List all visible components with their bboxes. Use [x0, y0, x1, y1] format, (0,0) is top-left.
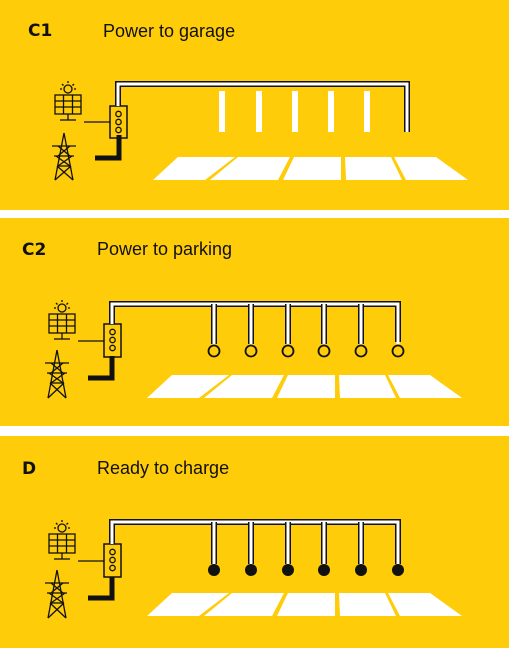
parking-lot: [147, 375, 462, 398]
garage-diagram: [52, 81, 468, 181]
parking-lot: [147, 593, 462, 616]
power-line: [109, 519, 401, 564]
parking-lot: [153, 157, 468, 180]
charger-outlet-icon: [207, 344, 405, 358]
charging-diagram: [45, 519, 462, 619]
outlet-drops: [211, 304, 400, 344]
distribution-box-icon: [103, 543, 122, 578]
panel-title: Power to parking: [97, 239, 233, 259]
transmission-tower-icon: [45, 349, 69, 399]
parking-diagram: [45, 300, 462, 399]
transmission-tower-icon: [52, 132, 76, 181]
garage-columns: [219, 91, 370, 132]
solar-panel-icon: [48, 520, 76, 560]
power-line: [109, 301, 401, 342]
solar-panel-icon: [48, 300, 76, 340]
panel-d: D Ready to charge: [0, 436, 509, 648]
panel-code: D: [22, 459, 37, 479]
panel-title: Ready to charge: [97, 458, 230, 478]
panel-code: C2: [22, 240, 47, 260]
distribution-box-icon: [109, 105, 128, 139]
power-line: [115, 81, 410, 132]
outlet-drops: [211, 522, 400, 564]
distribution-box-icon: [103, 323, 122, 358]
panel-c2: C2 Power to parking: [0, 218, 509, 426]
panel-title: Power to garage: [103, 21, 236, 41]
panel-c1: C1 Power to garage: [0, 0, 509, 210]
solar-panel-icon: [54, 81, 82, 121]
panel-code: C1: [28, 21, 53, 41]
charger-outlet-icon: [208, 564, 404, 576]
transmission-tower-icon: [45, 569, 69, 619]
